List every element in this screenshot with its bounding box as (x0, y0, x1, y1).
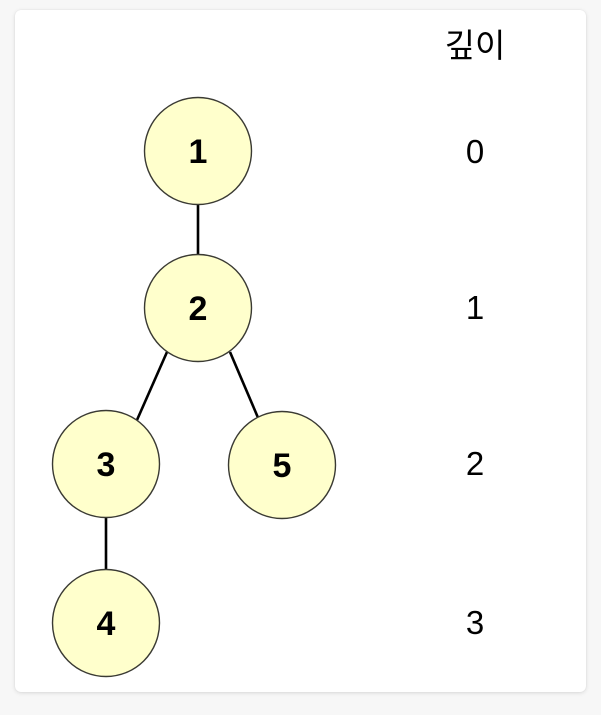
node-5-circle[interactable] (227, 410, 337, 520)
depth-value-3: 3 (465, 604, 485, 641)
node-3[interactable]: 3 (51, 409, 161, 519)
node-3-circle[interactable] (51, 409, 161, 519)
node-3-label: 3 (97, 446, 116, 484)
node-5-label: 5 (273, 447, 292, 485)
node-4-circle[interactable] (51, 568, 161, 678)
node-5[interactable]: 5 (227, 410, 337, 520)
node-1-label: 1 (189, 133, 208, 171)
depth-column-header: 깊이 (444, 27, 506, 64)
depth-value-0: 0 (465, 133, 485, 170)
node-1[interactable]: 1 (143, 96, 253, 206)
edge-group (104, 205, 261, 569)
edge-2-5 (228, 351, 261, 421)
node-2[interactable]: 2 (143, 253, 253, 363)
node-2-circle[interactable] (143, 253, 253, 363)
node-1-circle[interactable] (143, 96, 253, 206)
edge-2-3 (135, 351, 169, 421)
node-4[interactable]: 4 (51, 568, 161, 678)
depth-value-2: 2 (465, 445, 485, 482)
node-4-label: 4 (97, 605, 116, 643)
node-2-label: 2 (189, 290, 208, 328)
depth-value-1: 1 (465, 289, 485, 326)
